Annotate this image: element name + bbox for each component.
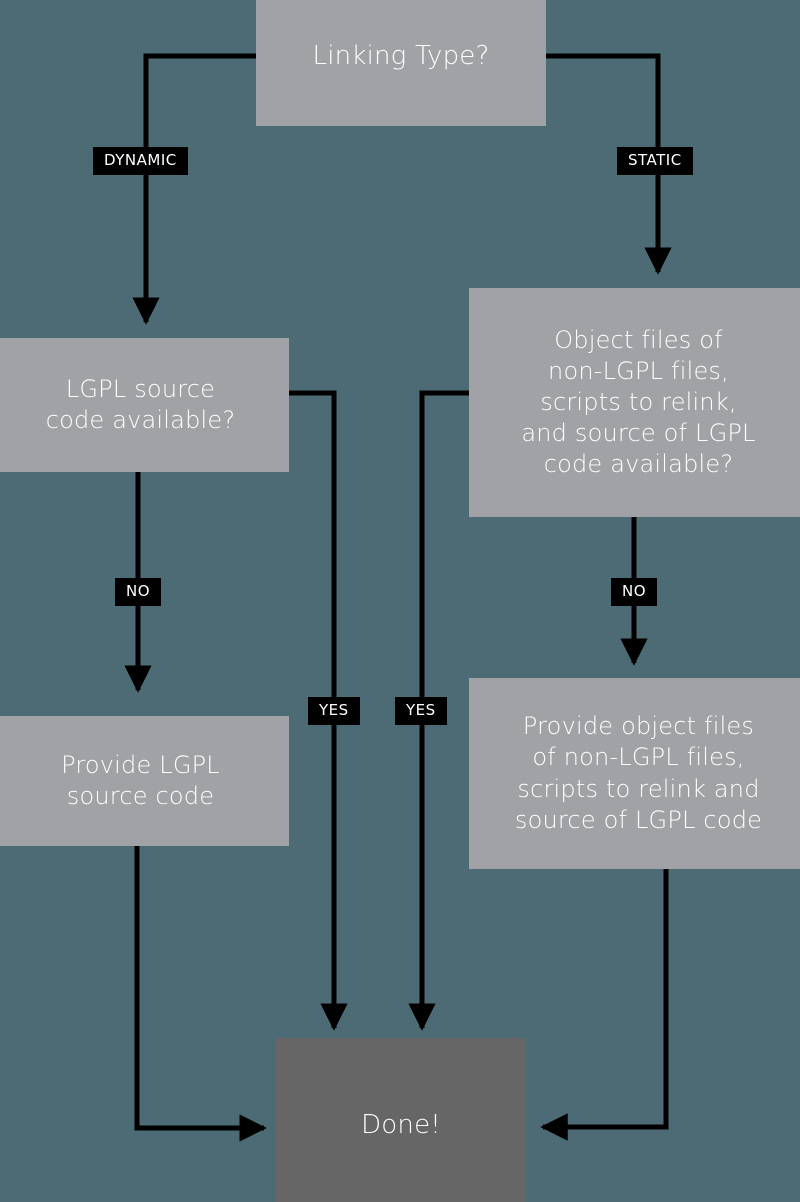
- edge-provide-lgpl-to-done: [134, 846, 267, 1142]
- node-linking-type[interactable]: Linking Type?: [256, 0, 546, 126]
- node-object-files-available[interactable]: Object files of non-LGPL files, scripts …: [469, 288, 800, 517]
- edge-label-dynamic: DYNAMIC: [93, 147, 188, 175]
- node-done[interactable]: Done!: [276, 1038, 526, 1202]
- node-provide-object-files[interactable]: Provide object files of non-LGPL files, …: [469, 678, 800, 869]
- edge-label-yes-right: YES: [395, 697, 447, 725]
- edge-linking-to-lgpl-source: [132, 53, 256, 325]
- edge-provide-object-to-done: [540, 869, 669, 1141]
- edge-label-no-left: NO: [115, 578, 162, 606]
- edge-label-yes-left: YES: [308, 697, 360, 725]
- edge-label-static: STATIC: [617, 147, 693, 175]
- node-lgpl-source-available[interactable]: LGPL source code available?: [0, 338, 289, 472]
- node-provide-lgpl-source[interactable]: Provide LGPL source code: [0, 716, 289, 846]
- edge-label-no-right: NO: [611, 578, 658, 606]
